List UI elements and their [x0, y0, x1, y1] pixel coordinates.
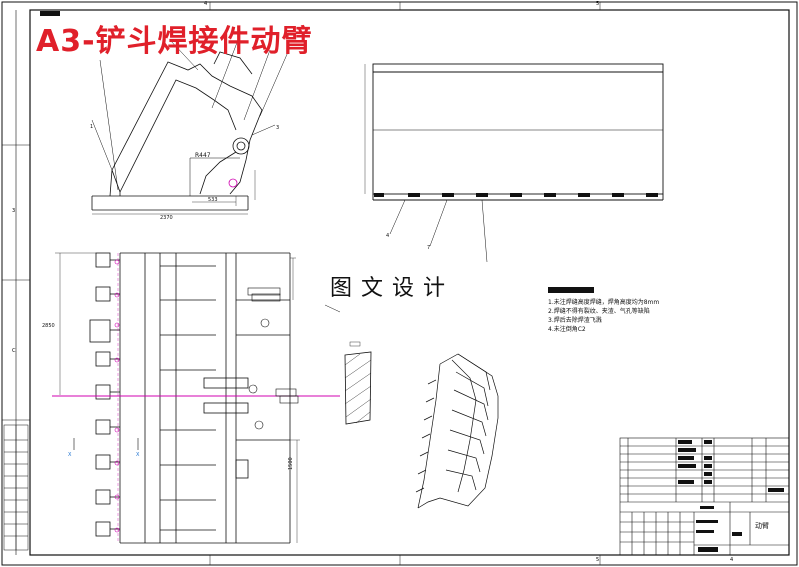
svg-text:3: 3 — [276, 125, 279, 131]
callouts — [247, 287, 299, 430]
hole-markers — [114, 259, 120, 533]
zone-mark-left-1: 3 — [12, 208, 16, 214]
watermark-text: 图文设计 — [330, 276, 455, 301]
title-block-part-name: 动臂 — [755, 522, 769, 530]
svg-text:4: 4 — [386, 233, 389, 239]
zone-mark-top-1: 4 — [204, 1, 208, 7]
zone-mark-left-2: C — [12, 348, 16, 354]
svg-text:533: 533 — [208, 197, 218, 203]
title-block — [619, 437, 790, 556]
svg-text:7: 7 — [427, 245, 430, 251]
note-line-2: 2.焊缝不得有裂纹、夹渣、气孔等缺陷 — [548, 308, 650, 315]
drawing-title: A3-铲斗焊接件动臂 — [36, 24, 313, 59]
svg-text:2370: 2370 — [160, 215, 173, 221]
note-line-1: 1.未注焊缝高度焊缝，焊角高度均为8mm — [548, 299, 660, 306]
svg-text:X: X — [68, 452, 72, 458]
notes-heading-bar — [548, 287, 594, 293]
title-block-fills — [678, 440, 784, 552]
svg-text:R447: R447 — [195, 152, 211, 159]
note-line-3: 3.焊后去除焊渣飞溅 — [548, 317, 602, 324]
svg-text:X: X — [136, 452, 140, 458]
svg-text:1500: 1500 — [288, 457, 294, 470]
zone-mark-bottom-2: 4 — [730, 557, 734, 563]
section-view — [324, 304, 372, 425]
svg-text:2850: 2850 — [42, 323, 55, 329]
zone-mark-top-2: 5 — [596, 1, 600, 7]
top-left-tag — [40, 11, 60, 16]
isometric-view — [415, 353, 499, 509]
svg-text:1: 1 — [90, 124, 93, 130]
plan-view — [55, 252, 300, 544]
left-stamp-table — [3, 424, 29, 551]
front-view — [364, 63, 664, 263]
side-view — [91, 39, 289, 215]
front-teeth — [374, 193, 658, 197]
note-line-4: 4.未注倒角C2 — [548, 326, 586, 333]
zone-mark-bottom-1: 5 — [596, 557, 600, 563]
inner-frame — [29, 9, 790, 556]
